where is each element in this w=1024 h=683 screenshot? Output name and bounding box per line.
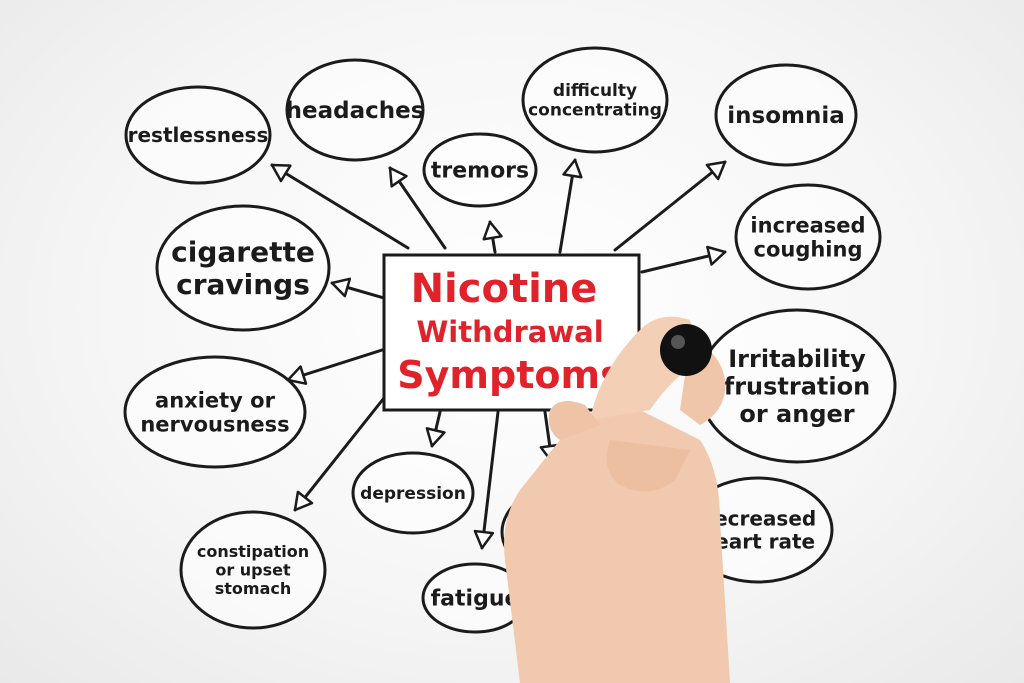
bubble-outline-cigarette-cravings (155, 204, 331, 332)
arrow-head-constipation (293, 490, 314, 512)
symptom-label-anxiety-0: anxiety or (155, 388, 276, 412)
symptom-label-irritability-0: Irritability (728, 345, 866, 373)
arrow-head-insomnia (705, 160, 727, 181)
hand-with-marker (504, 316, 730, 683)
marker-cap (660, 324, 712, 376)
bubble-outline-anxiety (123, 355, 307, 469)
bubble-outline-difficulty-concentrating (521, 46, 669, 154)
symptom-label-cigarette-cravings-0: cigarette (171, 236, 315, 269)
arrow-head-cigarette-cravings (330, 277, 352, 298)
arrow-head-fatigue (473, 529, 495, 550)
symptom-label-irritability-2: or anger (739, 400, 854, 428)
symptom-label-tremors-0: tremors (431, 159, 529, 184)
arrow-head-depression (425, 427, 446, 448)
bubble-outline-constipation (179, 510, 327, 630)
arrow-head-increased-coughing (706, 245, 727, 266)
arrow-head-restlessness (270, 163, 292, 183)
center-box: Nicotine Withdrawal Symptoms (382, 253, 641, 412)
arrow-head-tremors (482, 220, 503, 241)
center-line-2: Withdrawal (416, 315, 603, 349)
symptom-label-fatigue-0: fatigue (431, 587, 520, 612)
curled-finger-1 (548, 401, 600, 440)
curled-finger-2 (606, 440, 690, 492)
bubble-outline-headaches (285, 58, 425, 162)
bubble-outline-insomnia (714, 63, 858, 167)
symptom-label-restlessness-0: restlessness (128, 123, 269, 147)
marker-highlight (671, 335, 685, 349)
arrow-head-anxiety (286, 365, 308, 385)
symptom-label-anxiety-1: nervousness (140, 412, 289, 436)
arrow-insomnia (613, 160, 727, 252)
symptom-label-difficulty-concentrating-0: difficulty (553, 81, 637, 101)
arrow-head-headaches (388, 166, 408, 188)
symptom-label-cigarette-cravings-1: cravings (176, 268, 310, 301)
symptom-bubble-tremors: tremors (422, 132, 538, 208)
bubble-outline-tremors (422, 132, 538, 208)
symptom-label-difficulty-concentrating-1: concentrating (528, 101, 662, 121)
bubble-outline-depression (351, 451, 475, 535)
bubbles-layer: restlessnessheadachestremorsdifficultyco… (123, 46, 897, 634)
symptom-bubble-insomnia: insomnia (714, 63, 858, 167)
symptom-label-constipation-1: or upset (215, 561, 291, 580)
symptom-label-increased-coughing-1: coughing (754, 237, 863, 261)
arrow-restlessness (270, 163, 410, 250)
arrow-constipation (293, 396, 386, 512)
symptom-label-headaches-0: headaches (286, 98, 425, 124)
symptom-label-insomnia-0: insomnia (727, 103, 845, 129)
symptom-label-constipation-2: stomach (215, 579, 292, 598)
bubble-outline-increased-coughing (734, 183, 882, 291)
symptom-label-irritability-1: frustration (724, 372, 870, 400)
symptom-label-depression-0: depression (360, 484, 466, 504)
bubble-outline-restlessness (124, 85, 272, 185)
arrow-head-difficulty-concentrating (562, 158, 583, 179)
symptom-bubble-headaches: headaches (285, 58, 425, 162)
center-line-1: Nicotine (411, 266, 598, 312)
arrow-fatigue (480, 410, 500, 550)
symptom-label-increased-coughing-0: increased (750, 213, 865, 237)
symptom-label-constipation-0: constipation (197, 542, 309, 561)
symptom-bubble-depression: depression (351, 451, 475, 535)
center-line-3: Symptoms (397, 353, 622, 397)
center-box-frame (382, 253, 641, 412)
symptom-bubble-restlessness: restlessness (124, 85, 272, 185)
